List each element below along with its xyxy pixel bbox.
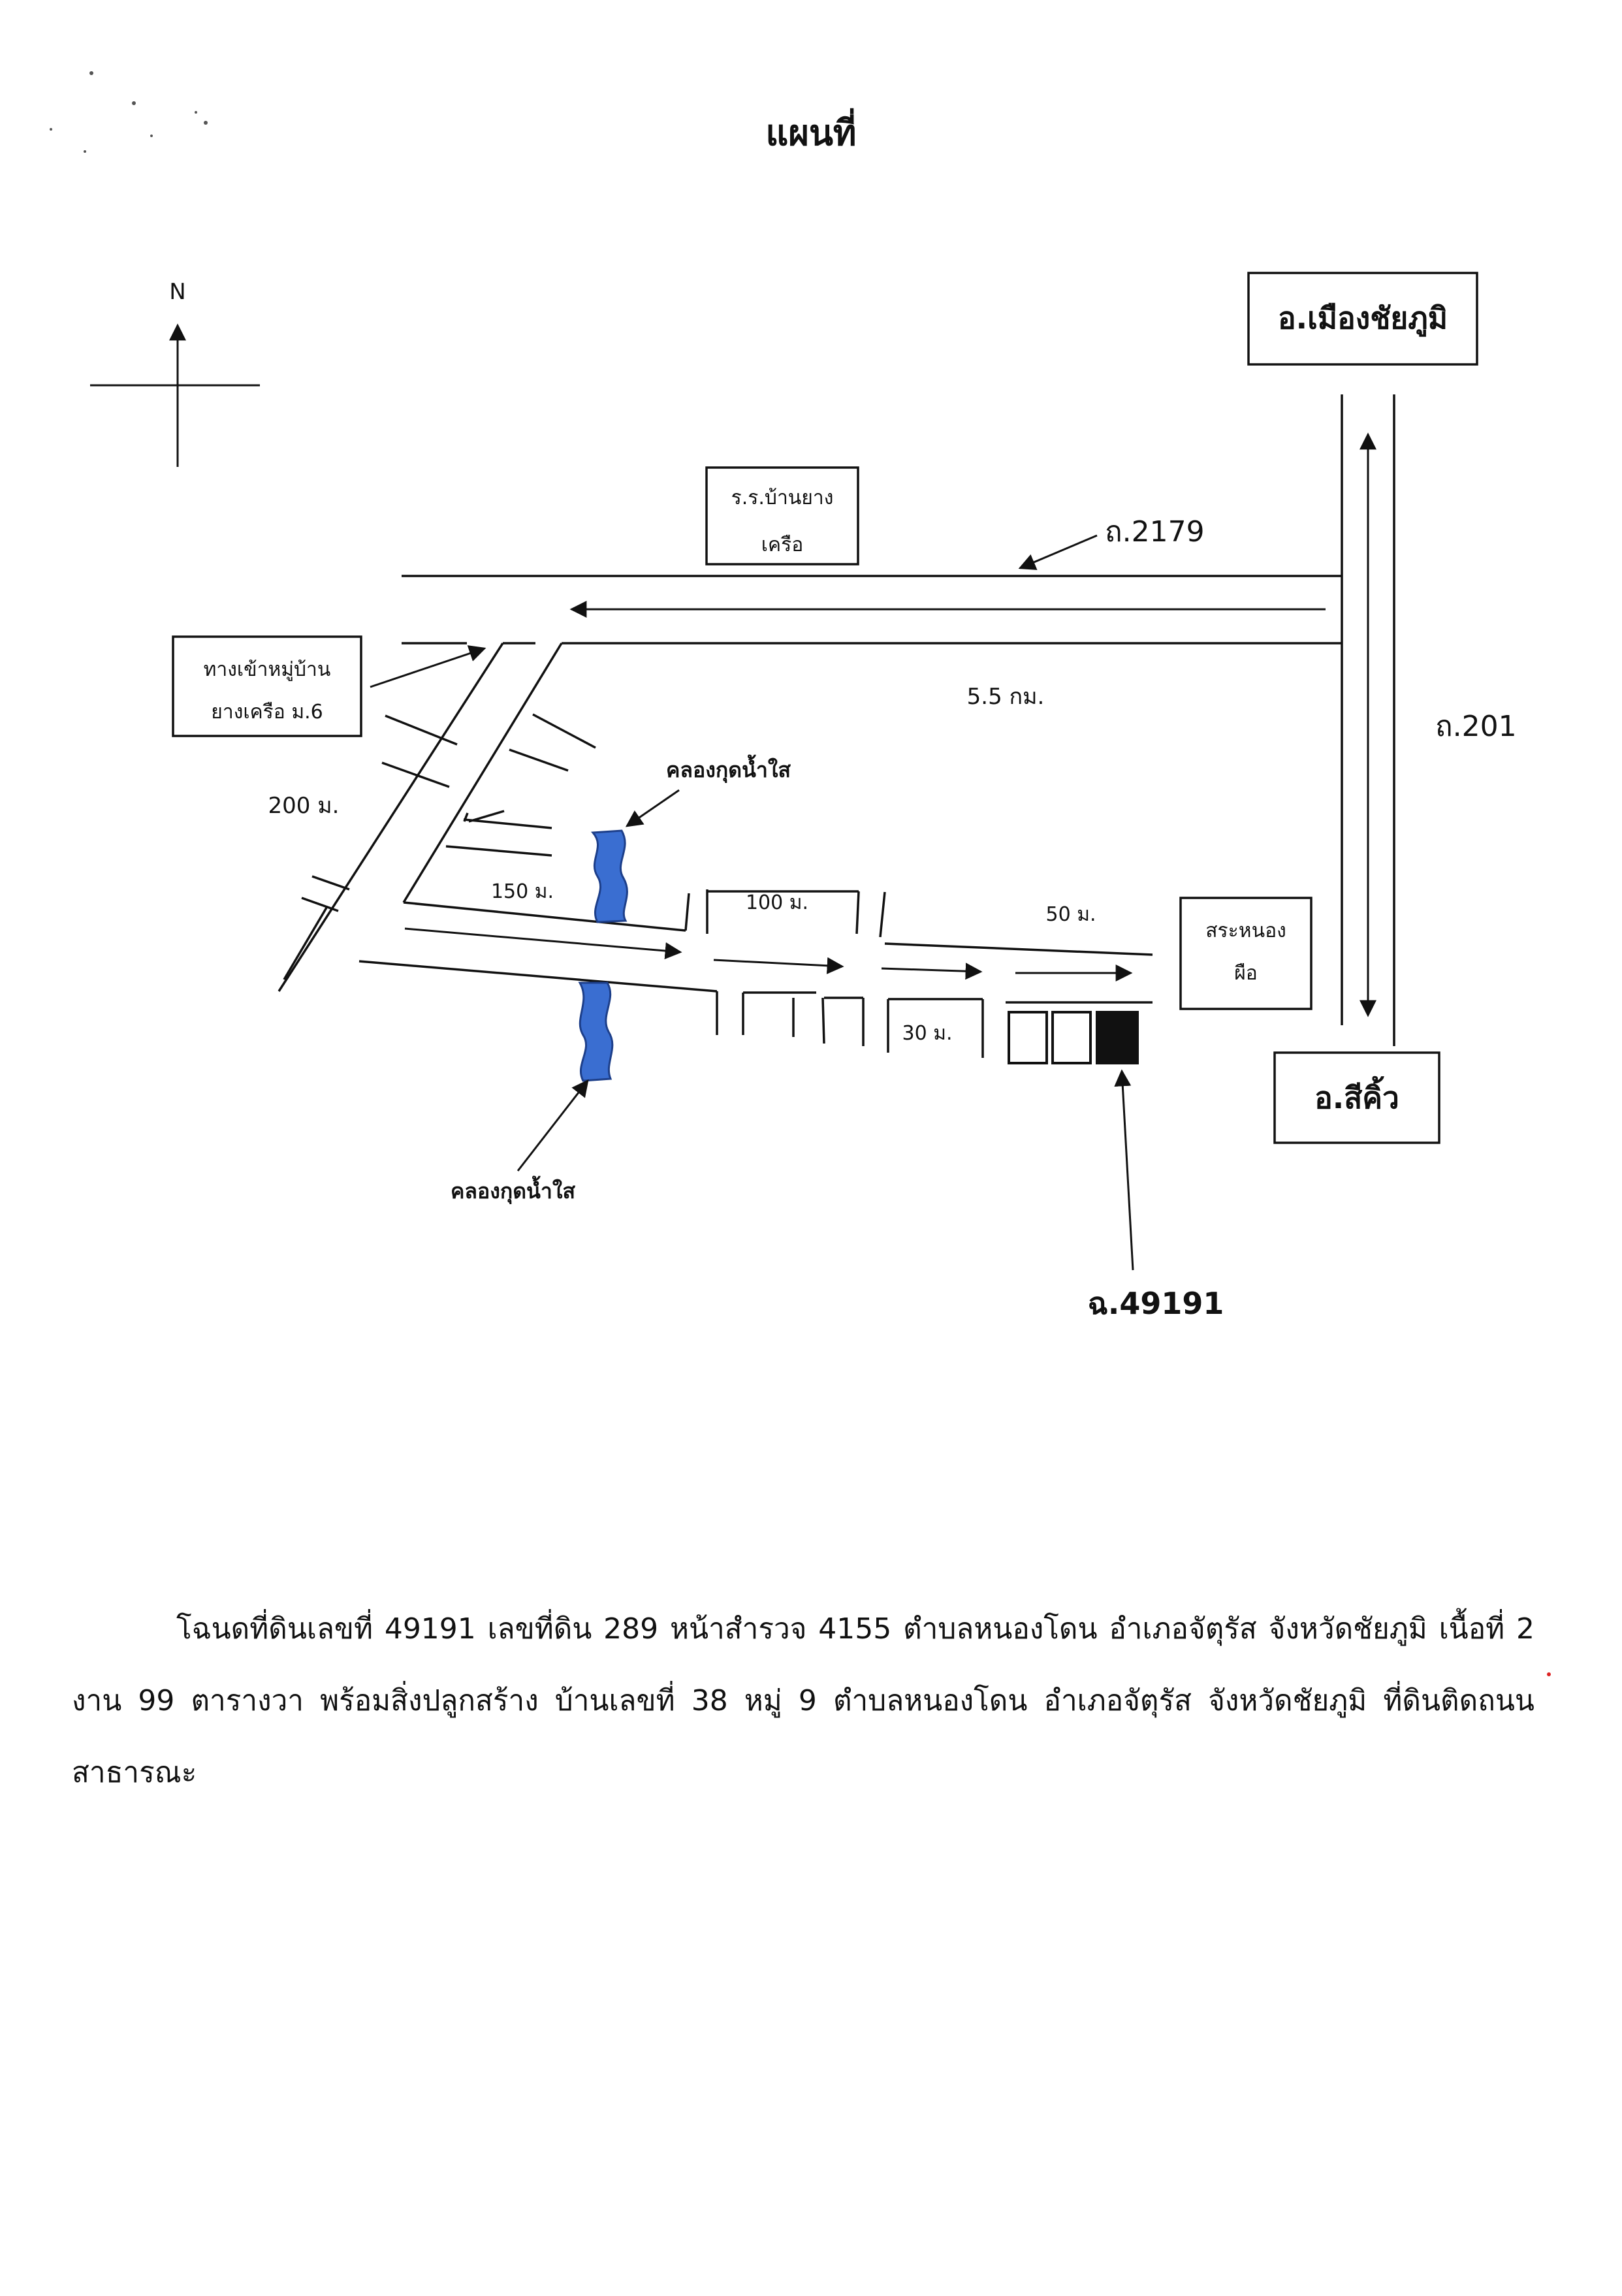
road-201-label: ถ.201 (1435, 710, 1517, 743)
canal-upper-label: คลองกุดน้ำใส (666, 754, 791, 784)
mueang-chaiyaphum-box (1247, 272, 1478, 366)
map-title: แผนที่ (766, 108, 857, 153)
deed-description: โฉนดที่ดินเลขที่ 49191 เลขที่ดิน 289 หน้… (72, 1612, 1535, 1789)
village-entrance-line2: ยางเครือ ม.6 (211, 701, 323, 724)
school-box (705, 466, 859, 566)
village-entrance-pointer (370, 645, 486, 688)
direction-arrows (404, 432, 1376, 1017)
distance-100m: 100 ม. (746, 891, 808, 914)
distance-150m: 150 ม. (491, 880, 554, 903)
parcel-row (1008, 1011, 1139, 1064)
road-2179-pointer (1018, 534, 1098, 570)
parcel-label: ฉ.49191 (1088, 1286, 1224, 1321)
diagonal-road-west-edge (278, 643, 504, 992)
parcel-target (1096, 1011, 1139, 1064)
distance-200m: 200 ม. (268, 793, 340, 819)
road-network (278, 394, 1395, 1058)
main-road-north-edge (403, 901, 686, 932)
pond-label-line2: ผือ (1234, 962, 1258, 985)
parcel-pointer (1114, 1069, 1134, 1271)
canal-upper-pointer (625, 789, 680, 827)
north-label: N (169, 279, 185, 305)
school-label-line1: ร.ร.บ้านยาง (731, 486, 834, 509)
si-khio-label: อ.สีคิ้ว (1314, 1076, 1399, 1115)
canal-upper (590, 829, 628, 923)
canal-lower (578, 981, 614, 1082)
distance-50m: 50 ม. (1045, 903, 1096, 926)
pond-label-line1: สระหนอง (1205, 919, 1286, 942)
village-entrance-box (172, 635, 362, 737)
mueang-chaiyaphum-label: อ.เมืองชัยภูมิ (1278, 300, 1448, 337)
pond-box (1179, 897, 1312, 1010)
scan-specks (50, 71, 1551, 1676)
village-entrance-line1: ทางเข้าหมู่บ้าน (204, 658, 331, 681)
si-khio-box (1273, 1051, 1440, 1144)
distance-30m: 30 ม. (902, 1022, 952, 1045)
distance-5-5km: 5.5 กม. (967, 684, 1045, 710)
diagonal-road-east-edge (402, 643, 563, 903)
main-road-south-edge (358, 960, 718, 993)
parcel-neighbor-2 (1051, 1011, 1092, 1064)
road-2179-label: ถ.2179 (1105, 515, 1205, 549)
canal-lower-pointer (517, 1079, 589, 1172)
parcel-neighbor-1 (1008, 1011, 1048, 1064)
north-arrow (90, 323, 260, 467)
school-label-line2: เครือ (761, 534, 803, 556)
canal-lower-label: คลองกุดน้ำใส (451, 1175, 575, 1205)
